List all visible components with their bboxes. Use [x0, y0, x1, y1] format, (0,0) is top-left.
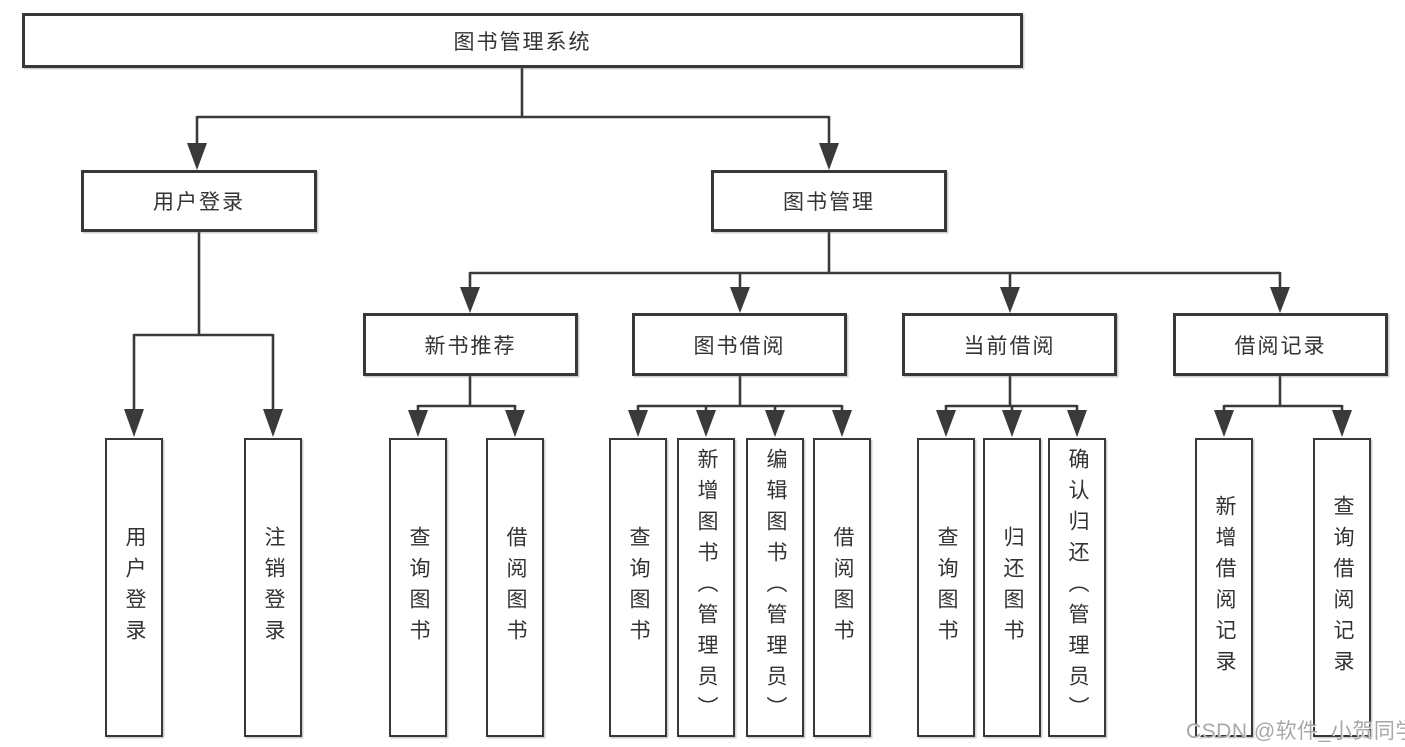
connector-borrow-records-to-leaves — [1214, 375, 1352, 437]
node-leaf-borrow-books-recommend: 借阅图书 — [486, 438, 544, 737]
node-leaf-query-borrow-record: 查询借阅记录 — [1313, 438, 1371, 737]
node-leaf-query-books-current: 查询图书 — [917, 438, 975, 737]
node-leaf-borrow-books: 借阅图书 — [813, 438, 871, 737]
node-leaf-logout: 注销登录 — [244, 438, 302, 737]
node-leaf-user-login: 用户登录 — [105, 438, 163, 737]
node-new-book-recommend: 新书推荐 — [363, 313, 578, 376]
connector-root-to-level2 — [187, 66, 839, 170]
node-leaf-confirm-return-admin: 确认归还（管理员） — [1048, 438, 1106, 737]
connector-book-management-to-level3 — [460, 230, 1290, 313]
connector-new-book-recommend-to-leaves — [408, 375, 525, 437]
node-book-borrow: 图书借阅 — [632, 313, 847, 376]
node-leaf-return-book: 归还图书 — [983, 438, 1041, 737]
node-root: 图书管理系统 — [22, 13, 1023, 68]
node-leaf-edit-book-admin: 编辑图书（管理员） — [746, 438, 804, 737]
connector-current-borrow-to-leaves — [936, 375, 1087, 437]
node-leaf-add-book-admin: 新增图书（管理员） — [677, 438, 735, 737]
node-user-login: 用户登录 — [81, 170, 317, 232]
node-leaf-query-books-borrow: 查询图书 — [609, 438, 667, 737]
connector-user-login-to-leaves — [124, 230, 283, 437]
node-borrow-records: 借阅记录 — [1173, 313, 1388, 376]
connector-book-borrow-to-leaves — [628, 375, 852, 437]
node-book-management: 图书管理 — [711, 170, 947, 232]
node-current-borrow: 当前借阅 — [902, 313, 1117, 376]
watermark: CSDN @软件_小贺同学 — [1186, 720, 1405, 743]
node-leaf-query-books-recommend: 查询图书 — [389, 438, 447, 737]
node-leaf-add-borrow-record: 新增借阅记录 — [1195, 438, 1253, 737]
